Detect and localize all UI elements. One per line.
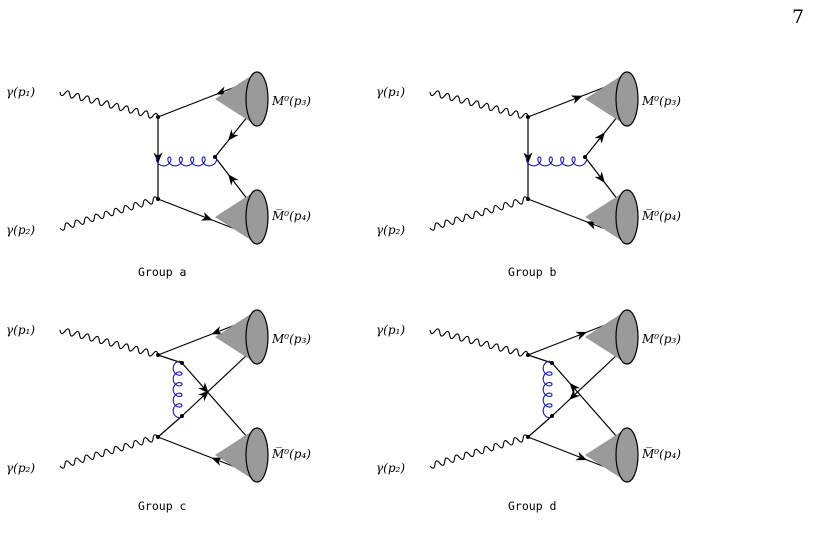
arrow-top <box>575 331 588 341</box>
vertex-dot-upper <box>180 361 184 365</box>
antimeson-label: M̅⁰(p₄) <box>271 446 311 461</box>
antimeson-blob-outline <box>245 427 269 483</box>
photon-line-2 <box>429 196 529 231</box>
arrow-cross-up <box>198 390 210 402</box>
arrow-top <box>215 86 228 95</box>
photon-1-label: γ(p₁) <box>6 323 35 337</box>
group-caption: Group d <box>508 499 556 513</box>
photon-1-label: γ(p₁) <box>6 85 35 99</box>
vertex-dot <box>583 155 587 159</box>
quark-line-cross-down <box>181 362 249 439</box>
photon-2-label: γ(p₂) <box>6 461 35 475</box>
antimeson-label: M̅⁰(p₄) <box>641 446 681 461</box>
photon-line-1 <box>429 90 529 119</box>
arrow-top <box>211 326 224 335</box>
vertex-dot-top <box>526 115 530 119</box>
photon-2-label: γ(p₂) <box>6 223 35 237</box>
vertex-dot-lower <box>550 414 554 418</box>
photon-line-1 <box>429 328 529 357</box>
quark-line-cross-down <box>551 362 619 439</box>
photon-1-label: γ(p₁) <box>376 323 405 337</box>
photon-2-label: γ(p₂) <box>376 461 405 475</box>
propagator-arrow <box>523 152 533 164</box>
arrow-top <box>570 95 583 104</box>
quark-segment-bottom <box>527 415 553 438</box>
vertex-dot-top <box>156 115 160 119</box>
vertex-dot-upper <box>550 361 554 365</box>
arrow-bottom <box>211 457 224 466</box>
meson-label: M⁰(p₃) <box>271 332 311 346</box>
gluon-line <box>542 360 553 419</box>
meson-blob-outline <box>245 309 269 365</box>
arrow-cross-up <box>569 389 581 400</box>
photon-2-label: γ(p₂) <box>376 223 405 237</box>
vertex-dot-bottom <box>156 435 160 439</box>
arrow-mid-top <box>594 132 605 144</box>
meson-blob-outline <box>245 71 269 127</box>
vertex-dot-top <box>526 353 530 357</box>
group-caption: Group a <box>138 265 186 279</box>
quark-segment-bottom <box>157 415 183 438</box>
group-caption: Group b <box>508 265 557 279</box>
meson-blob-outline <box>615 309 639 365</box>
diagram-group-b: γ(p₁) γ(p₂) M⁰(p₃) M̅⁰(p₄) Group b <box>376 71 681 279</box>
arrow-mid-bottom <box>594 171 605 183</box>
propagator-arrow <box>153 152 163 164</box>
page-number: 7 <box>792 6 805 28</box>
diagram-group-d: γ(p₁) γ(p₂) M⁰(p₃) M̅⁰(p₄) Group d <box>376 309 681 513</box>
vertex-dot <box>213 155 217 159</box>
photon-line-2 <box>59 434 159 469</box>
quark-line-cross-up <box>551 353 619 417</box>
arrow-mid-bottom <box>228 174 239 186</box>
antimeson-blob-outline <box>615 427 639 483</box>
meson-label: M⁰(p₃) <box>641 94 681 108</box>
gluon-line <box>155 156 218 167</box>
vertex-dot-bottom <box>526 197 530 201</box>
arrow-bottom <box>585 221 598 230</box>
arrow-bottom <box>200 212 213 221</box>
arrow-bottom <box>575 451 588 461</box>
photon-1-label: γ(p₁) <box>376 85 405 99</box>
gluon-line <box>525 156 588 167</box>
diagram-group-c: γ(p₁) γ(p₂) M⁰(p₃) M̅⁰(p₄) Group c <box>6 309 311 513</box>
meson-label: M⁰(p₃) <box>271 94 311 108</box>
group-caption: Group c <box>138 499 186 513</box>
arrow-mid-top <box>228 129 239 141</box>
antimeson-label: M̅⁰(p₄) <box>641 208 681 223</box>
meson-label: M⁰(p₃) <box>641 332 681 346</box>
vertex-dot-bottom <box>156 197 160 201</box>
diagram-group-a: γ(p₁) γ(p₂) M⁰(p₃) M̅⁰(p₄) Group a <box>6 71 311 279</box>
antimeson-blob-outline <box>615 189 639 245</box>
photon-line-1 <box>59 328 159 357</box>
vertex-dot-lower <box>180 414 184 418</box>
arrow-cross-down <box>569 382 581 395</box>
quark-line-cross-up <box>181 353 249 417</box>
arrow-cross-down <box>198 382 209 394</box>
antimeson-blob-outline <box>245 189 269 245</box>
photon-line-2 <box>429 434 529 469</box>
photon-line-1 <box>59 90 159 119</box>
antimeson-label: M̅⁰(p₄) <box>271 208 311 223</box>
photon-line-2 <box>59 196 159 231</box>
vertex-dot-bottom <box>526 435 530 439</box>
gluon-line <box>172 360 183 419</box>
meson-blob-outline <box>615 71 639 127</box>
vertex-dot-top <box>156 353 160 357</box>
